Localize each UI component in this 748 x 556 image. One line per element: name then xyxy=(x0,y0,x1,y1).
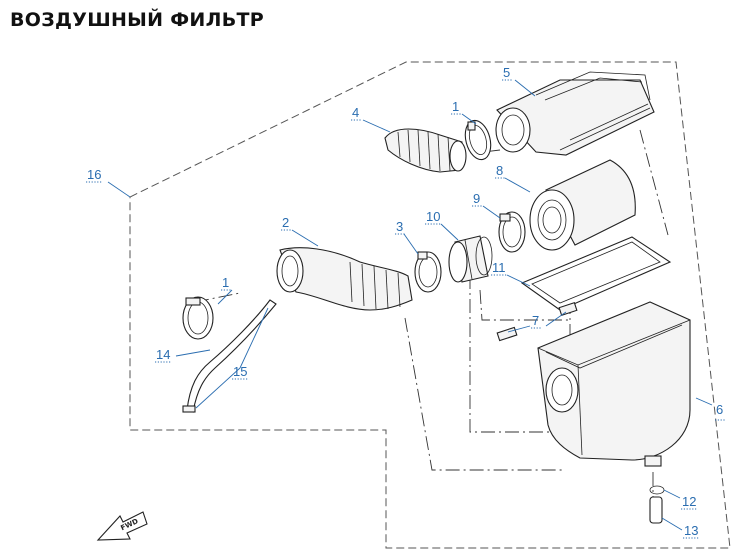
callout-3: 3 xyxy=(395,219,405,235)
callout-15: 15 xyxy=(232,364,248,380)
callout-2: 2 xyxy=(281,215,291,231)
svg-text:1: 1 xyxy=(452,99,459,114)
diagram-title: ВОЗДУШНЫЙ ФИЛЬТР xyxy=(10,9,264,31)
svg-text:15: 15 xyxy=(233,364,247,379)
part-5-airbox-cover xyxy=(495,71,655,156)
svg-text:13: 13 xyxy=(684,523,698,538)
forward-arrow-icon: FWD xyxy=(96,511,148,541)
svg-text:1: 1 xyxy=(222,275,229,290)
svg-text:12: 12 xyxy=(682,494,696,509)
callout-1-upper: 1 xyxy=(451,99,461,115)
part-13-drain-valve xyxy=(649,496,663,524)
svg-text:11: 11 xyxy=(492,260,506,275)
callout-7: 7 xyxy=(531,313,541,329)
callout-8: 8 xyxy=(495,163,505,179)
part-6-airbox-housing xyxy=(537,301,691,467)
part-10-connector xyxy=(448,235,493,283)
part-11-gasket xyxy=(520,236,672,311)
svg-text:2: 2 xyxy=(282,215,289,230)
part-8-filter-element xyxy=(529,159,636,251)
svg-text:7: 7 xyxy=(532,313,539,328)
part-3-clamp xyxy=(414,251,442,293)
callout-16: 16 xyxy=(86,167,102,183)
callout-1-lower: 1 xyxy=(221,275,231,291)
part-9-clamp xyxy=(498,211,526,253)
axis-line xyxy=(639,129,669,236)
leader-lines xyxy=(107,79,713,531)
assembly-boundary xyxy=(129,61,731,549)
callout-10: 10 xyxy=(425,209,441,225)
part-2-main-duct xyxy=(276,247,413,311)
axis-line xyxy=(479,289,570,321)
svg-text:4: 4 xyxy=(352,105,359,120)
svg-text:9: 9 xyxy=(473,191,480,206)
callout-4: 4 xyxy=(351,105,361,121)
svg-text:5: 5 xyxy=(503,65,510,80)
part-1-clamp-upper xyxy=(464,119,492,161)
svg-text:16: 16 xyxy=(87,167,101,182)
axis-line xyxy=(469,275,553,433)
part-14-drain-hose xyxy=(182,299,277,413)
svg-text:14: 14 xyxy=(156,347,170,362)
axis-line xyxy=(482,149,501,153)
callout-12: 12 xyxy=(681,494,697,510)
callout-14: 14 xyxy=(155,347,171,363)
part-1-clamp-lower xyxy=(182,296,214,340)
part-12-drain-clamp xyxy=(649,485,665,495)
part-4-intake-tube xyxy=(384,128,467,173)
callout-6: 6 xyxy=(715,402,726,421)
callout-5: 5 xyxy=(502,65,512,81)
callout-11: 11 xyxy=(491,260,507,276)
svg-text:8: 8 xyxy=(496,163,503,178)
svg-text:6: 6 xyxy=(716,402,723,417)
svg-text:10: 10 xyxy=(426,209,440,224)
callout-13: 13 xyxy=(683,523,699,539)
svg-text:3: 3 xyxy=(396,219,403,234)
axis-line xyxy=(404,317,562,471)
callout-9: 9 xyxy=(472,191,482,207)
